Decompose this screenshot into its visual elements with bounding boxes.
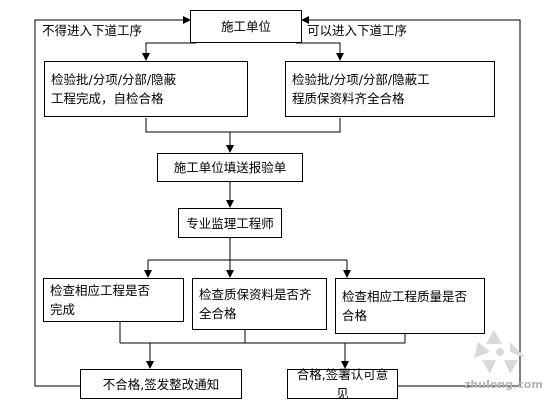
node-inspection-batch-quality-docs: 检验批/分项/分部/隐蔽工 程质保资料齐全合格 bbox=[285, 61, 495, 117]
node-fill-report-form: 施工单位填送报验单 bbox=[157, 153, 303, 182]
node-check-quality-docs: 检查质保资料是否齐 全合格 bbox=[192, 278, 327, 330]
node-fail-notice: 不合格,签发整改通知 bbox=[80, 369, 242, 399]
watermark-text: zhulong.com bbox=[464, 378, 543, 391]
node-check-works-complete: 检查相应工程是否 完成 bbox=[43, 278, 184, 322]
edge-left-down bbox=[145, 118, 230, 133]
node-pass-opinion: 合格,签署认可意见 bbox=[287, 367, 398, 401]
node-inspection-batch-self-check: 检验批/分项/分部/隐蔽 工程完成，自检合格 bbox=[44, 61, 248, 117]
edge-fail-loop bbox=[34, 16, 191, 387]
watermark: zhulong.com bbox=[460, 326, 550, 396]
edge-right-down bbox=[230, 118, 341, 133]
node-construction-unit: 施工单位 bbox=[190, 10, 302, 43]
node-professional-supervisor: 专业监理工程师 bbox=[178, 208, 282, 238]
node-check-works-quality: 检查相应工程质量是否 合格 bbox=[335, 278, 485, 334]
edge-top-right bbox=[296, 42, 344, 61]
edge-pass-loop bbox=[301, 16, 521, 387]
label-can-proceed: 可以进入下道工序 bbox=[305, 23, 410, 38]
edge-top-split bbox=[145, 42, 196, 60]
watermark-logo-icon bbox=[474, 330, 526, 374]
label-cannot-proceed: 不得进入下道工序 bbox=[40, 23, 145, 38]
